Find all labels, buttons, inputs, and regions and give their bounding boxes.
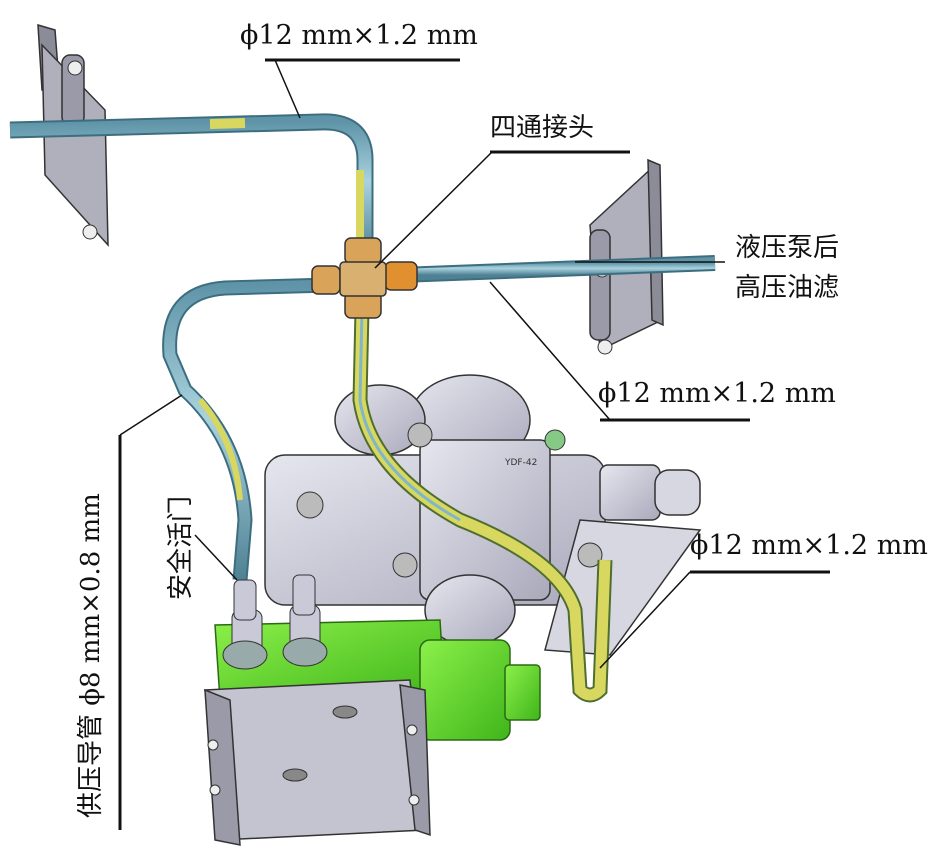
label-pipe-top: ϕ12 mm×1.2 mm: [240, 20, 478, 51]
label-pipe-right-low: ϕ12 mm×1.2 mm: [690, 530, 928, 561]
pipe-right: [399, 255, 716, 283]
label-pipe-right-mid: ϕ12 mm×1.2 mm: [598, 378, 836, 409]
green-valve-block: [214, 574, 541, 741]
valve-body: YDF-42: [264, 374, 702, 656]
svg-text:YDF-42: YDF-42: [504, 458, 537, 468]
label-safety-valve: 安全活门: [166, 495, 196, 600]
bracket-right: [589, 158, 664, 355]
pipe-right-low: [352, 309, 613, 703]
bracket-bottom: [204, 679, 431, 846]
label-pump-filter-line2: 高压油滤: [735, 273, 840, 303]
label-supply-pipe: 供压导管 ϕ8 mm×0.8 mm: [76, 493, 106, 818]
label-four-way-fitting: 四通接头: [490, 113, 595, 143]
pipe-top: [9, 113, 374, 255]
leader-lines: [118, 58, 830, 830]
label-pump-filter-line1: 液压泵后: [735, 233, 840, 263]
pipe-supply: [162, 277, 331, 581]
four-way-fitting: [311, 237, 418, 319]
